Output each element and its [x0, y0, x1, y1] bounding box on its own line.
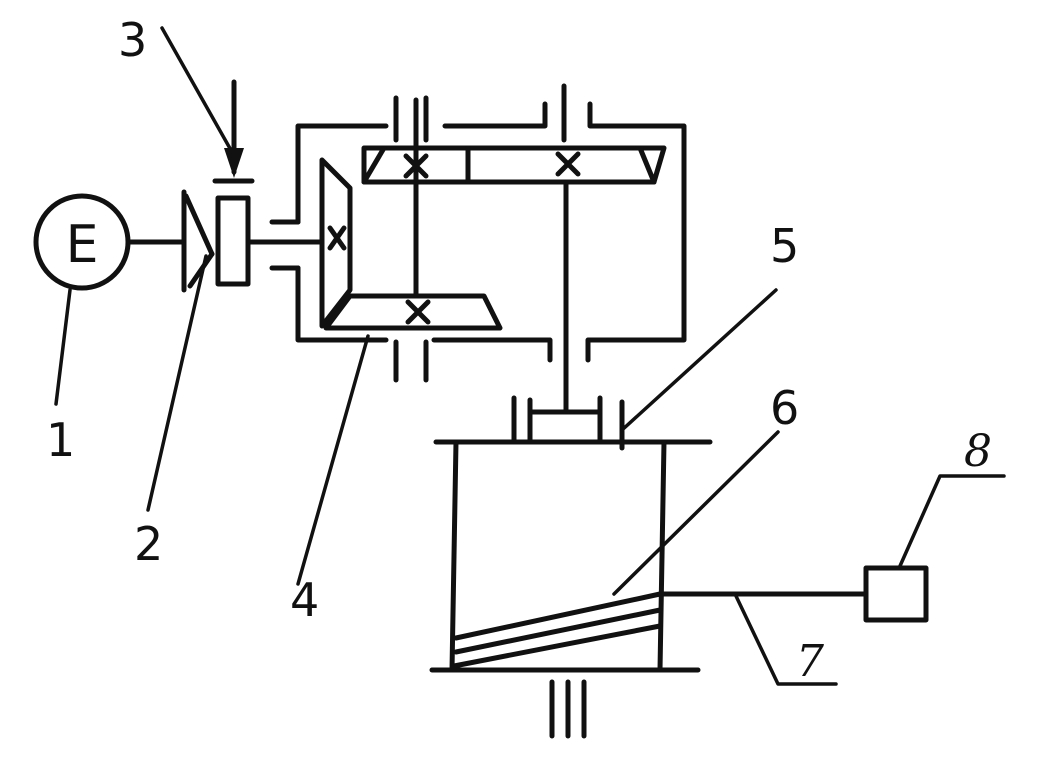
- leader-2: [146, 254, 208, 512]
- spur-gear-right-cross-b: [555, 151, 581, 177]
- housing-right: [585, 101, 687, 363]
- spur-gear-right-bevel: [637, 145, 657, 185]
- helix-line-1: [453, 591, 663, 641]
- housing-bottom-middle: [431, 337, 553, 363]
- brake-block: [215, 195, 251, 287]
- label-3: 3: [118, 13, 147, 67]
- leader-1: [54, 288, 72, 406]
- label-1: 1: [46, 413, 75, 467]
- bevel-gear-pair: [319, 157, 503, 331]
- helical-element: [451, 591, 663, 669]
- label-8: 8: [964, 426, 992, 477]
- label-2: 2: [134, 517, 163, 571]
- drum-left-wall: [449, 439, 459, 673]
- brake-assembly: [212, 79, 255, 287]
- leader-4: [296, 334, 370, 586]
- housing-bottom-left: [295, 265, 389, 343]
- output-coupling: [511, 395, 625, 451]
- coupling: [181, 189, 215, 293]
- gearbox-housing: [269, 101, 687, 363]
- housing-top-left: [295, 123, 389, 225]
- drum-right-wall: [657, 439, 667, 673]
- number-labels: 1 2 3 4 5 6 7 8: [46, 13, 992, 687]
- leader-7: [734, 594, 838, 686]
- helix-line-2: [453, 607, 663, 655]
- brake-arrow-head: [224, 148, 244, 178]
- label-7: 7: [796, 636, 824, 687]
- spur-gear-outline: [361, 145, 667, 185]
- leader-8: [898, 474, 1006, 568]
- electric-motor: E: [33, 193, 131, 291]
- bevel-gear-vertical-cross-b: [327, 225, 347, 251]
- bevel-gear-vertical: [319, 157, 353, 329]
- spur-gear-left-bevel: [361, 145, 387, 185]
- helix-line-3: [451, 623, 663, 669]
- leader-6: [612, 430, 780, 596]
- housing-top-middle: [442, 101, 548, 129]
- coupling-wedge: [183, 193, 215, 257]
- bevel-gear-horizontal: [323, 293, 503, 331]
- spur-gear-pair: [361, 145, 667, 185]
- bevel-gear-horizontal-cross-b: [405, 299, 431, 325]
- coupling-wedge-lower: [187, 251, 215, 289]
- leader-5: [620, 288, 778, 432]
- bearings: [393, 83, 567, 383]
- spur-gear-left-cross-b: [403, 153, 429, 179]
- label-6: 6: [770, 381, 799, 435]
- leader-lines: [54, 26, 1006, 686]
- label-4: 4: [290, 573, 319, 627]
- motor-symbol: E: [66, 215, 99, 275]
- recorder-block: [863, 565, 929, 623]
- label-5: 5: [770, 219, 799, 273]
- leader-3: [160, 26, 234, 154]
- drum: [429, 439, 713, 739]
